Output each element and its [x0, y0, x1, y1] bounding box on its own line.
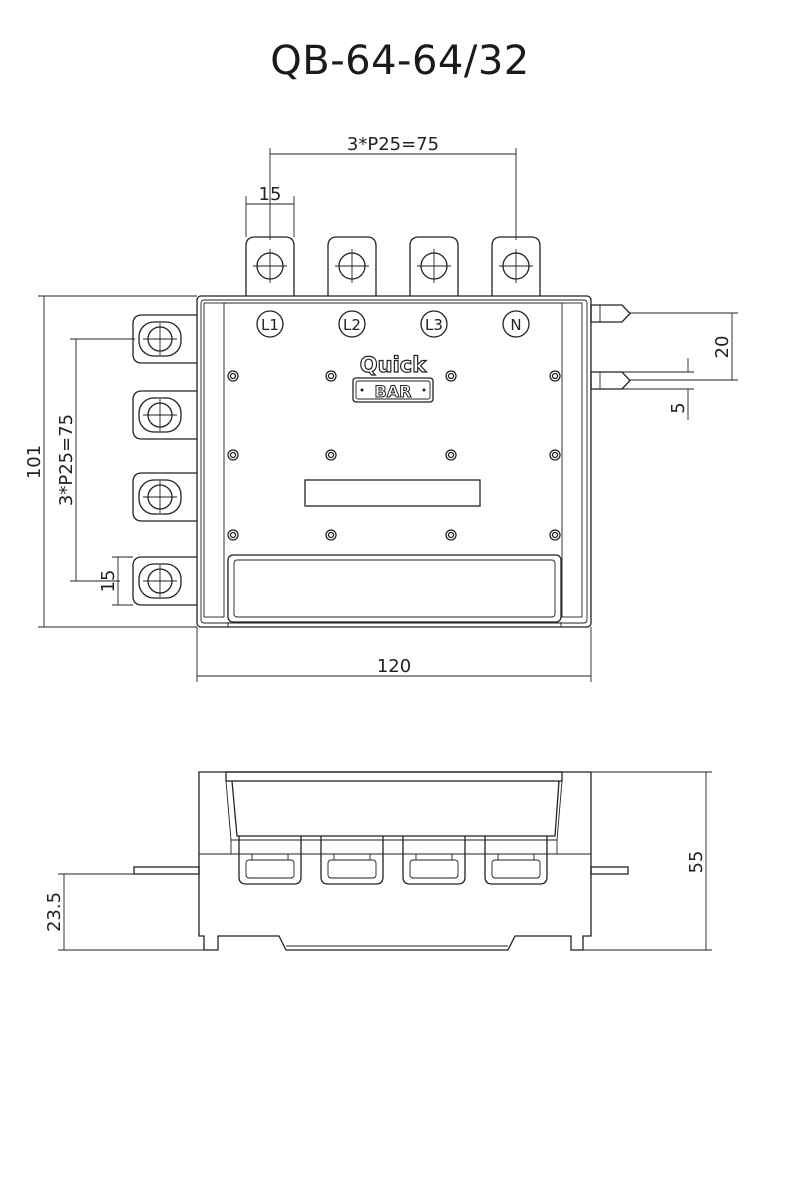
side-terminal-slots	[238, 836, 548, 885]
left-terminal-tabs	[132, 314, 197, 606]
top-tab-3	[409, 236, 459, 296]
side-view-body	[133, 771, 629, 951]
dim-side-height: 55	[686, 851, 707, 874]
dim-left-pitch: 3*P25=75	[56, 414, 77, 506]
left-tab-1	[132, 314, 197, 364]
logo-line2: BAR	[375, 382, 412, 401]
dim-top-width: 15	[259, 184, 282, 205]
top-tab-4	[491, 236, 541, 296]
top-view-body	[196, 295, 592, 628]
terminal-labels: L1 L2 L3 N	[256, 310, 530, 338]
left-tab-4	[132, 556, 197, 606]
left-tab-3	[132, 472, 197, 522]
terminal-label-l3: L3	[425, 316, 443, 334]
dim-left-width: 15	[98, 570, 119, 593]
dimensions-top-view: 3*P25=75 15 101 3*P25=75 15	[24, 134, 738, 682]
screws	[227, 370, 561, 541]
dim-width: 120	[377, 656, 411, 677]
logo-line1: Quick	[360, 353, 427, 377]
top-tab-1	[245, 236, 295, 296]
terminal-label-l2: L2	[343, 316, 361, 334]
dim-right-thickness: 5	[668, 402, 689, 413]
dim-height: 101	[24, 445, 45, 479]
top-terminal-tabs	[245, 236, 541, 296]
dimensions-side-view: 55 23.5	[44, 771, 712, 951]
top-tab-2	[327, 236, 377, 296]
dim-top-pitch: 3*P25=75	[347, 134, 439, 155]
dim-right-spacing: 20	[712, 336, 733, 359]
terminal-label-n: N	[510, 316, 521, 334]
right-pins	[590, 304, 631, 390]
top-view: L1 L2 L3 N Quick BAR	[24, 134, 738, 682]
terminal-label-l1: L1	[261, 316, 279, 334]
drawing-title: QB-64-64/32	[270, 38, 530, 84]
left-tab-2	[132, 390, 197, 440]
side-view: 55 23.5	[44, 771, 712, 951]
quickbar-logo: Quick BAR	[352, 352, 434, 403]
dim-tab-height: 23.5	[44, 892, 65, 932]
